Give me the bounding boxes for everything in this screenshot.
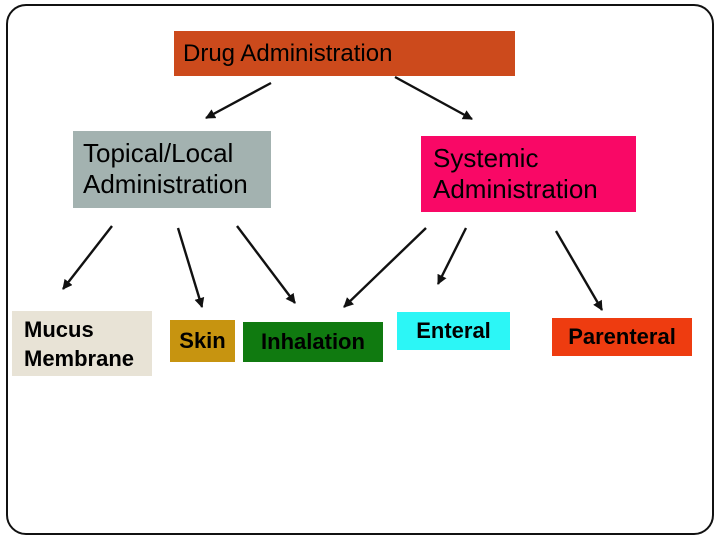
node-enteral-label: Enteral (416, 318, 491, 343)
edge-topical-to-mucus-arrow (62, 225, 113, 290)
edge-systemic-to-inhalation-arrow (343, 227, 427, 308)
edge-drug-to-systemic-arrow (394, 75, 473, 121)
node-enteral: Enteral (397, 312, 510, 350)
node-parenteral: Parenteral (552, 318, 692, 356)
edge-systemic-to-enteral-arrow (436, 227, 468, 285)
node-skin: Skin (170, 320, 235, 362)
edge-drug-to-topical-arrow (205, 81, 272, 120)
node-skin-label: Skin (179, 328, 226, 353)
node-drug-administration: Drug Administration (174, 31, 515, 76)
node-parenteral-label: Parenteral (568, 324, 676, 349)
node-drug-administration-label: Drug Administration (183, 40, 393, 67)
slide-border (6, 4, 714, 535)
node-inhalation-label: Inhalation (261, 329, 365, 354)
node-systemic: Systemic Administration (421, 136, 636, 212)
node-topical-local-label: Topical/Local Administration (83, 138, 248, 199)
node-systemic-label: Systemic Administration (433, 143, 598, 204)
edge-topical-to-inhalation-arrow (236, 225, 296, 304)
edge-topical-to-skin-arrow (176, 227, 205, 308)
edge-systemic-to-parenteral-arrow (554, 230, 604, 311)
node-inhalation: Inhalation (243, 322, 383, 362)
node-topical-local: Topical/Local Administration (73, 131, 271, 208)
node-mucus-membrane-label: Mucus Membrane (24, 317, 135, 371)
node-mucus-membrane: Mucus Membrane (12, 311, 152, 376)
